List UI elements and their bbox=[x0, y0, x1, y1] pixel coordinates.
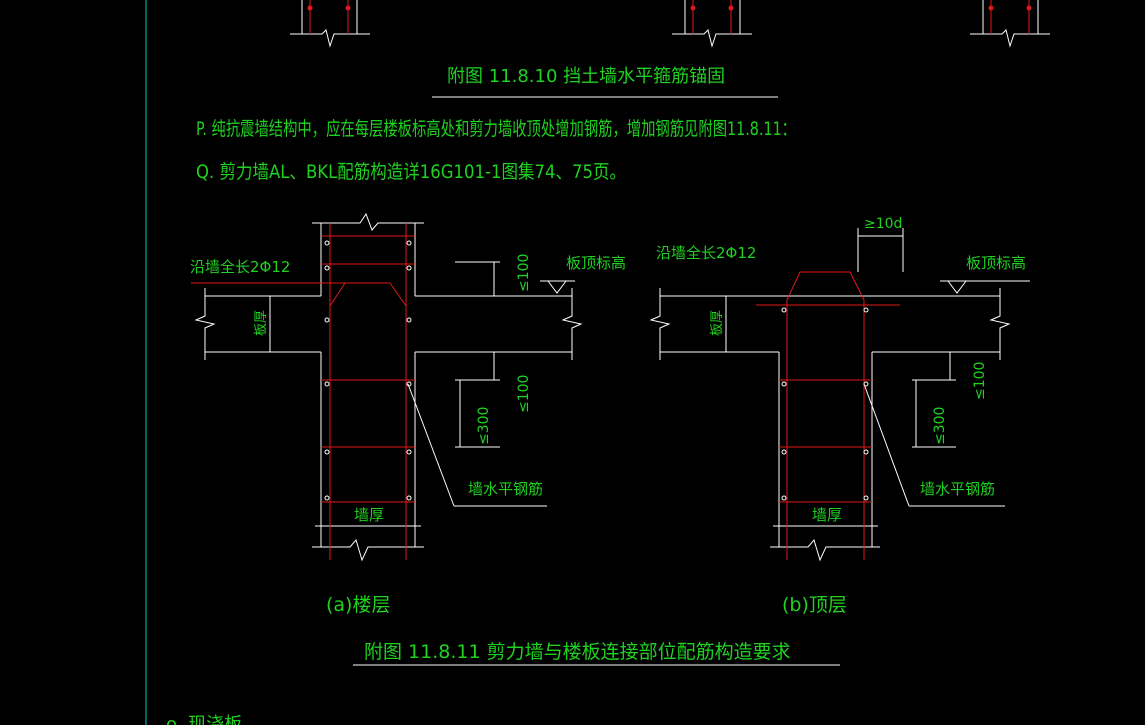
detail-b-slab-thickness: 板厚 bbox=[710, 310, 725, 336]
next-item-label: o. 现浇板 bbox=[166, 714, 242, 725]
detail-a-caption: (a)楼层 bbox=[326, 594, 390, 616]
note-p: P. 纯抗震墙结构中，应在每层楼板标高处和剪力墙收顶处增加钢筋，增加钢筋见附图1… bbox=[196, 118, 796, 140]
detail-b-rebar-note: 沿墙全长2Φ12 bbox=[656, 244, 756, 262]
detail-b-anchor-dim: ≥10d bbox=[864, 216, 902, 232]
detail-a-slab-thickness: 板厚 bbox=[254, 310, 269, 336]
detail-b-wall-thickness: 墙厚 bbox=[812, 506, 842, 524]
detail-b-slab-top-label: 板顶标高 bbox=[966, 254, 1026, 272]
detail-a-dim-top-100: ≤100 bbox=[516, 254, 532, 292]
detail-b-horizontal-bar-note: 墙水平钢筋 bbox=[920, 480, 995, 498]
detail-a-horizontal-bar-note: 墙水平钢筋 bbox=[468, 480, 543, 498]
detail-b-roof: 沿墙全长2Φ12 ≥10d 板顶标高 板厚 ≤300 ≤100 墙水平钢筋 墙厚… bbox=[649, 216, 1030, 616]
top-wall-detail-3 bbox=[970, 0, 1050, 48]
detail-a-rebar-note: 沿墙全长2Φ12 bbox=[190, 258, 290, 276]
detail-b-dim-100: ≤100 bbox=[972, 362, 988, 400]
top-wall-detail-2 bbox=[672, 0, 752, 48]
note-q: Q. 剪力墙AL、BKL配筋构造详16G101-1图集74、75页。 bbox=[196, 161, 626, 183]
detail-b-caption: (b)顶层 bbox=[782, 594, 847, 616]
detail-a-floor: 沿墙全长2Φ12 板顶标高 ≤100 板厚 ≤300 ≤100 墙水平钢筋 墙厚… bbox=[190, 212, 626, 616]
figure-caption-11-8-10: 附图 11.8.10 挡土墙水平箍筋锚固 bbox=[447, 66, 725, 87]
detail-b-dim-300: ≤300 bbox=[932, 407, 948, 445]
detail-a-dim-300: ≤300 bbox=[476, 407, 492, 445]
detail-a-dim-100: ≤100 bbox=[516, 375, 532, 413]
figure-caption-11-8-11: 附图 11.8.11 剪力墙与楼板连接部位配筋构造要求 bbox=[364, 641, 791, 663]
top-wall-detail-1 bbox=[290, 0, 370, 48]
detail-a-wall-thickness: 墙厚 bbox=[354, 506, 384, 524]
detail-a-slab-top-label: 板顶标高 bbox=[566, 254, 626, 272]
